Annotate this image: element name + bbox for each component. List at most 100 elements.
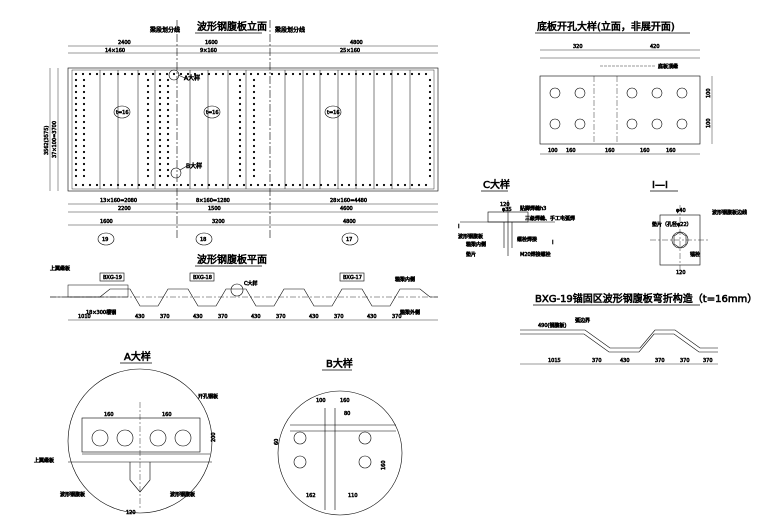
hole-detail-view: 底板开孔大样(立面，非展开面) 320 420 底板顶缘 100 160 160…: [535, 20, 712, 154]
bolt-hole: [252, 108, 256, 112]
top-sub-dim-1: 14×160: [105, 48, 125, 54]
bolt-hole: [193, 183, 197, 187]
bolt-hole: [74, 162, 78, 166]
bolt-hole: [158, 114, 162, 118]
bolt-hole: [82, 144, 86, 148]
bolt-hole: [252, 162, 256, 166]
bend-dim-3: 430: [620, 358, 630, 364]
bolt-hole: [158, 102, 162, 106]
bolt-hole: [238, 78, 242, 82]
bolt-hole: [88, 183, 92, 187]
bolt-hole: [428, 84, 432, 88]
left-sub-dim: 37×100=3700: [52, 121, 58, 158]
bolt-hole: [137, 72, 141, 76]
detail-b-dim-4: 60: [274, 439, 280, 445]
detail-a-dim-6: 120: [126, 510, 136, 516]
left-dim: 3562(3575): [44, 126, 50, 155]
detail-c-label-7: M20焊接螺栓: [520, 251, 551, 258]
bolt-hole: [326, 183, 330, 187]
bolt-hole: [146, 150, 150, 154]
detail-c-dim: 120: [500, 202, 510, 208]
bolt-hole: [428, 78, 432, 82]
bolt-hole: [238, 102, 242, 106]
bolt-hole: [428, 144, 432, 148]
bolt-hole: [249, 72, 253, 76]
top-flange-block: [67, 284, 129, 298]
bolt-hole: [252, 156, 256, 160]
bolt-hole: [81, 72, 85, 76]
bolt-hole: [291, 183, 295, 187]
bolt-hole: [207, 183, 211, 187]
bolt-hole: [158, 72, 162, 76]
bolt-hole: [146, 108, 150, 112]
detail-b-title: B大样: [326, 357, 353, 370]
bolt-hole: [146, 102, 150, 106]
bolt-hole: [179, 183, 183, 187]
detail-b-view: B大样 100 160 80 60 160 162 110: [274, 357, 403, 516]
plan-tag-17: BXG-17: [343, 275, 362, 281]
bolt-hole: [238, 138, 242, 142]
bolt-hole: [166, 102, 170, 106]
section-1-label-3: 锚栓: [690, 251, 700, 258]
bolt-hole: [166, 126, 170, 130]
bolt-hole: [305, 183, 309, 187]
plan-dim-3: 430: [193, 314, 203, 320]
bolt-hole: [428, 156, 432, 160]
bolt-hole: [238, 108, 242, 112]
bolt-hole: [82, 78, 86, 82]
bolt-hole: [158, 174, 162, 178]
detail-a-dim-2: 160: [162, 412, 172, 418]
bolt-hole: [403, 183, 407, 187]
bolt-hole: [146, 138, 150, 142]
bolt-hole: [410, 183, 414, 187]
bolt-hole: [74, 90, 78, 94]
bolt-hole: [74, 174, 78, 178]
bolt-hole: [74, 102, 78, 106]
bolt-hole: [166, 78, 170, 82]
hole-bottom-dim-4: 160: [640, 148, 650, 154]
bolt-hole: [74, 156, 78, 160]
plate-holes: [549, 87, 688, 130]
detail-a-title: A大样: [124, 350, 151, 363]
bolt-hole: [252, 120, 256, 124]
bolt-hole: [252, 90, 256, 94]
section-1-dim-2: 120: [676, 270, 686, 276]
bolt-hole: [396, 72, 400, 76]
bolt-hole: [270, 183, 274, 187]
bolt-hole: [82, 108, 86, 112]
detail-c-section-mark-2: I: [552, 240, 553, 246]
bolt-hole: [166, 84, 170, 88]
bolt-hole: [238, 84, 242, 88]
plan-slot-label: 18×300槽钢: [86, 309, 116, 316]
bolt-hole: [333, 183, 337, 187]
bolt-hole: [95, 72, 99, 76]
bolt-hole: [424, 183, 428, 187]
bolt-hole: [130, 72, 134, 76]
bolt-hole: [74, 72, 78, 76]
bottom-dim-r1-1: 13×160=2080: [100, 198, 137, 204]
plan-dim-1: 430: [135, 314, 145, 320]
bolt-hole: [166, 144, 170, 148]
bolt-hole: [270, 72, 274, 76]
bolt-hole: [123, 183, 127, 187]
plan-tag-19: BXG-19: [103, 275, 122, 281]
bolt-hole: [166, 174, 170, 178]
bolt-hole: [158, 150, 162, 154]
bolt-hole: [238, 162, 242, 166]
detail-c-label-5: 螺栓焊接: [517, 236, 537, 243]
bolt-hole: [158, 78, 162, 82]
hole-top-label: 底板顶缘: [658, 63, 678, 70]
bend-dim-5: 370: [680, 358, 690, 364]
detail-b-dim-1: 100: [316, 398, 326, 404]
plan-inner-side: 箱梁内侧: [395, 276, 415, 283]
bolt-hole: [428, 126, 432, 130]
bolt-hole: [166, 114, 170, 118]
bottom-dim-r1-2: 8×160=1280: [196, 198, 230, 204]
bolt-hole: [428, 102, 432, 106]
bolt-hole: [74, 108, 78, 112]
detail-c-label-4: 箱梁内侧: [466, 241, 486, 248]
bolt-hole: [109, 72, 113, 76]
bolt-hole: [146, 84, 150, 88]
bolt-hole: [82, 126, 86, 130]
hole-top-dim-1: 320: [573, 44, 583, 50]
